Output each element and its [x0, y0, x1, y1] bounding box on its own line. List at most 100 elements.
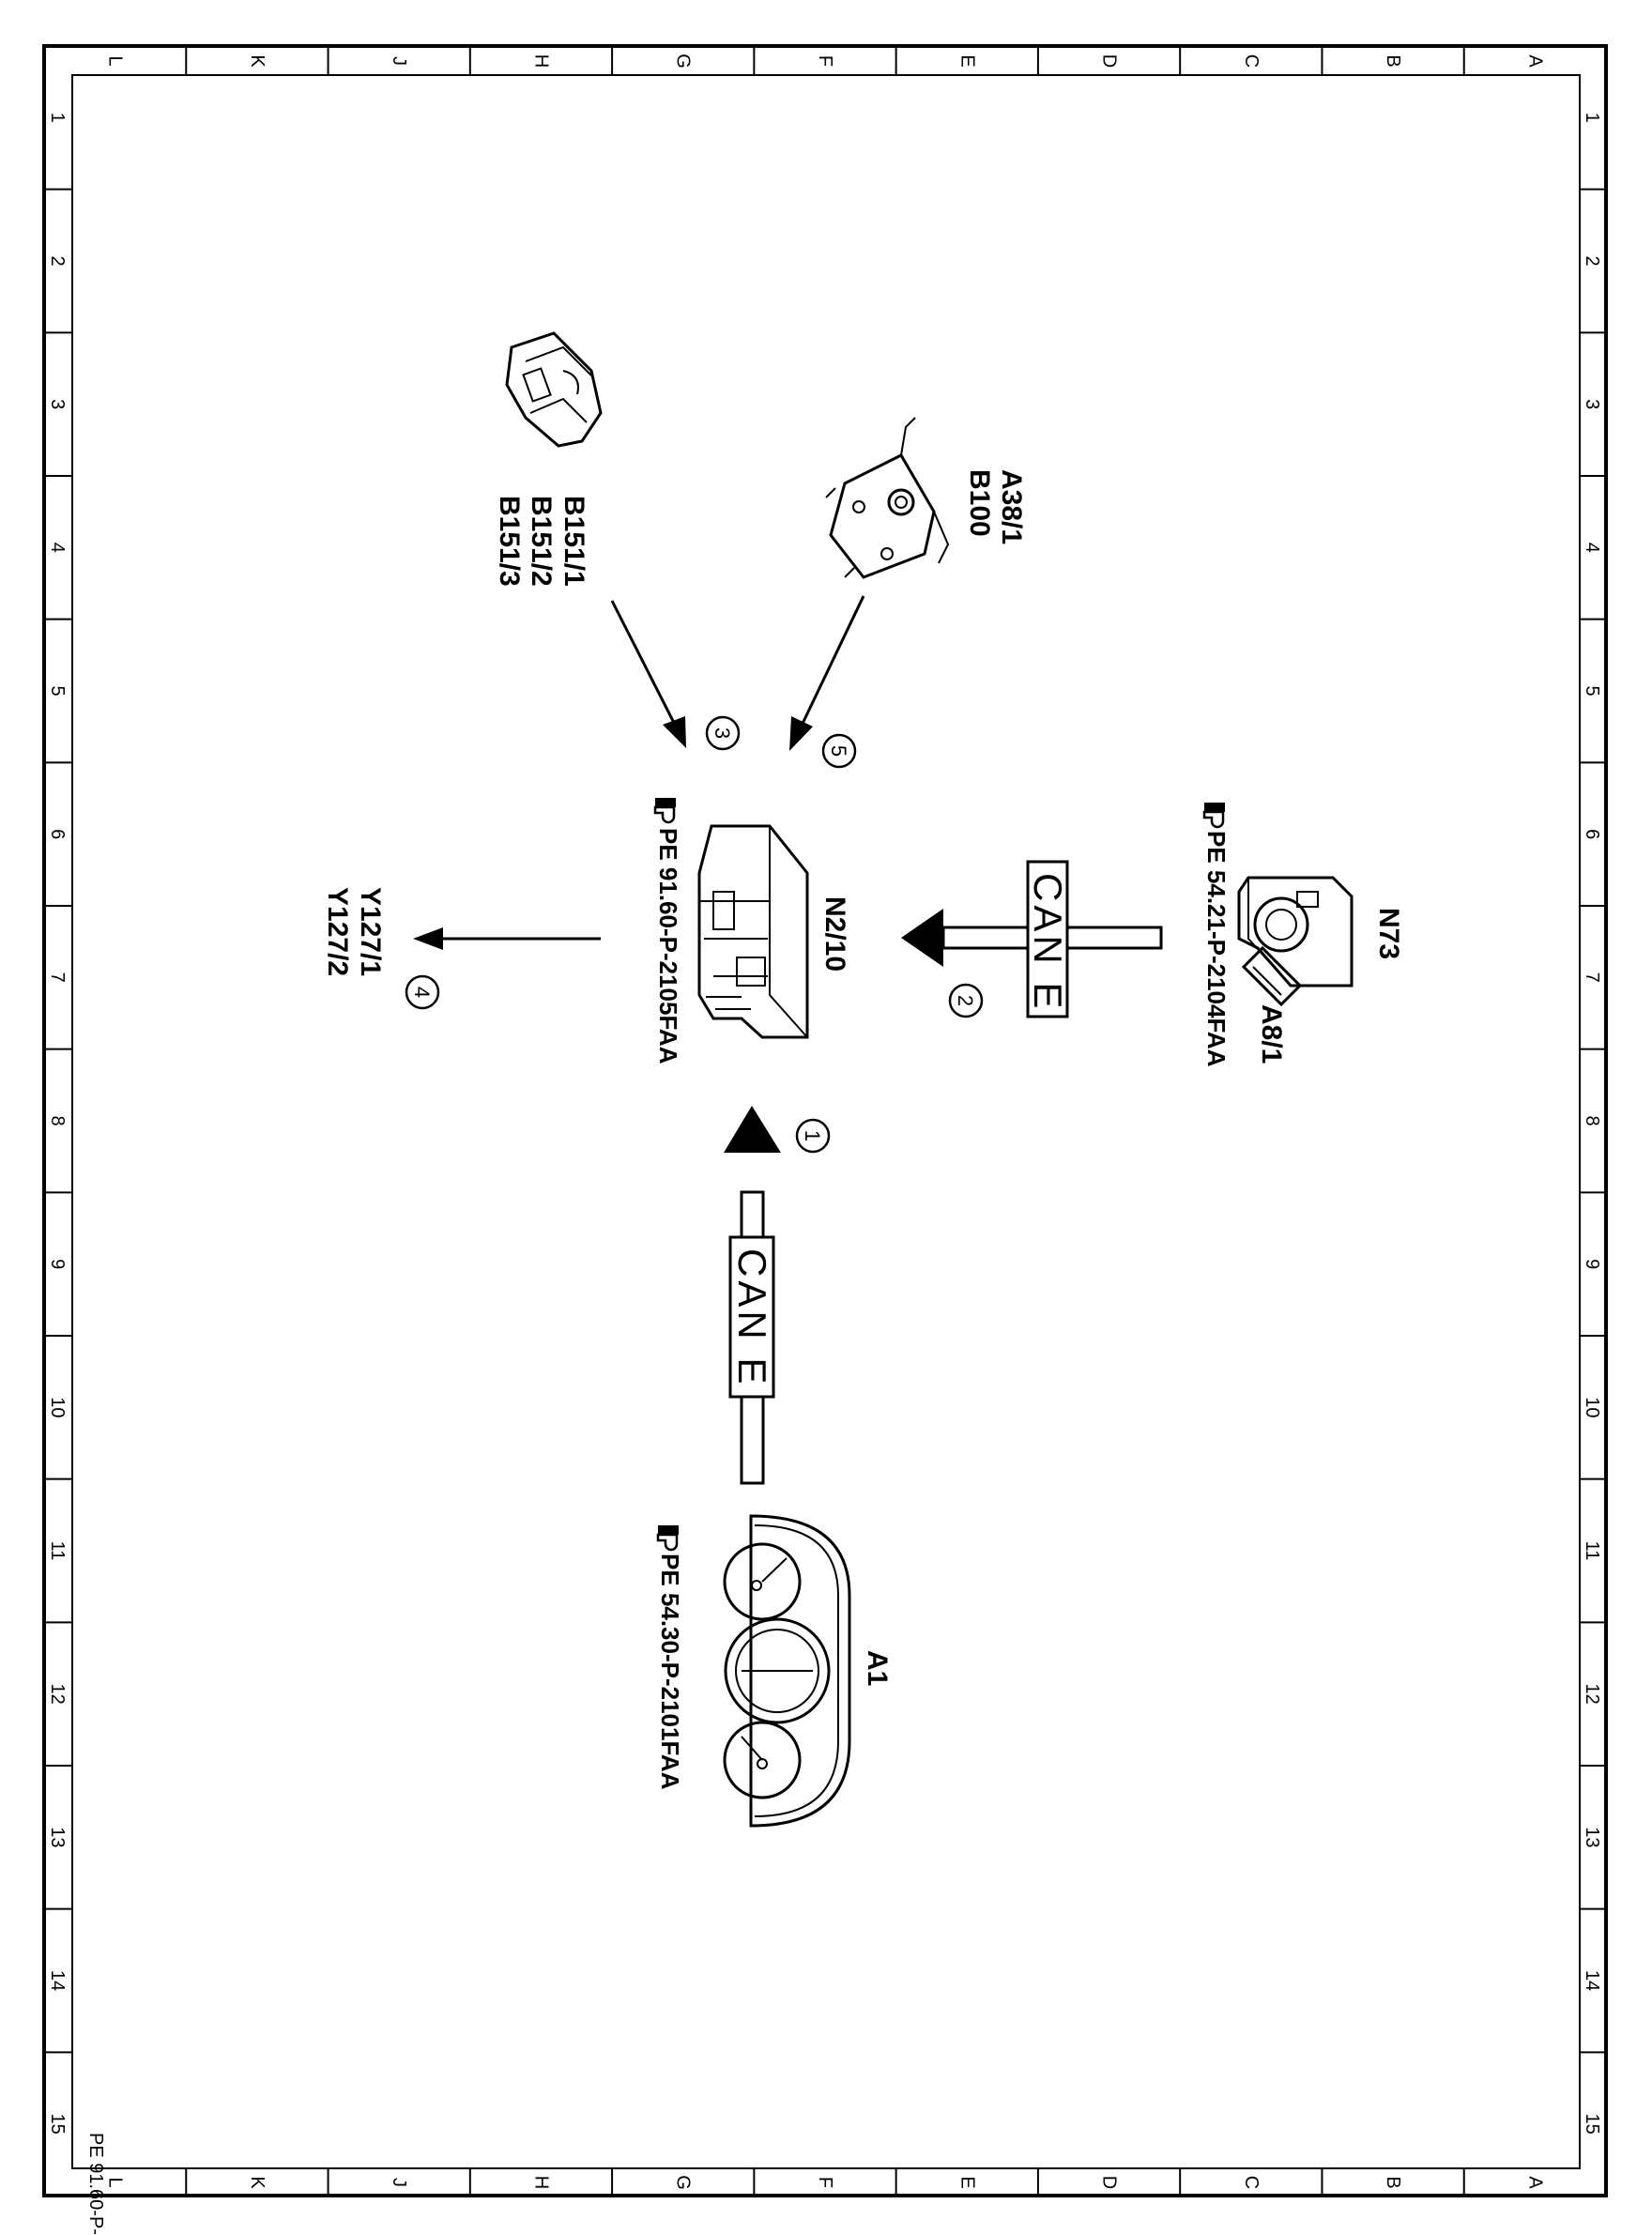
- row-label: 11: [1582, 1541, 1602, 1561]
- drawing-frame: [42, 44, 1608, 2197]
- row-label: 7: [1582, 972, 1602, 983]
- column-label: A: [1524, 54, 1545, 68]
- signal-5-number: 5: [827, 745, 850, 757]
- y127-1-label: Y127/1: [355, 887, 386, 976]
- component-n73-ignition-switch: N73 A8/1 PE 54.21-P-2104FAA: [1202, 801, 1404, 1067]
- component-a1-instrument-cluster: A1 PE 54.30-P-2101FAA: [656, 1514, 893, 1828]
- column-label: B: [1383, 2176, 1403, 2188]
- b151-1-label: B151/1: [558, 496, 589, 587]
- sensor-icon: [505, 331, 603, 448]
- row-label: 14: [1582, 1970, 1602, 1991]
- a1-label: A1: [862, 1650, 893, 1686]
- row-label: 13: [1582, 1827, 1602, 1847]
- n2-10-label: N2/10: [819, 896, 850, 972]
- sensor-module-icon: [825, 417, 950, 579]
- column-label: L: [105, 2177, 126, 2187]
- row-label: 9: [1582, 1259, 1602, 1269]
- row-label: 2: [1582, 255, 1602, 266]
- row-label: 8: [47, 1115, 68, 1125]
- row-label: 5: [1582, 685, 1602, 696]
- signal-1-marker: 1: [795, 1118, 831, 1154]
- row-label: 1: [1582, 113, 1602, 123]
- row-label: 15: [1582, 2114, 1602, 2135]
- signal-1-number: 1: [801, 1130, 824, 1141]
- component-n2-10-control-unit: N2/10 PE 91.60-P-2105FAA: [653, 796, 850, 1064]
- component-y127-outputs: Y127/1 Y127/2: [322, 887, 386, 976]
- column-label: F: [815, 55, 835, 67]
- row-label: 6: [47, 829, 68, 839]
- signal-2-marker: 2: [948, 983, 984, 1018]
- can-bus-arrow-1: CAN E: [724, 1106, 781, 1485]
- row-label: 3: [47, 399, 68, 409]
- control-unit-icon: [697, 824, 809, 1039]
- b100-label: B100: [964, 469, 995, 537]
- column-label: C: [1241, 2176, 1262, 2189]
- signal-3-marker: 3: [705, 715, 741, 751]
- column-label: K: [247, 54, 268, 68]
- column-label: J: [389, 2178, 409, 2187]
- row-label: 3: [1582, 399, 1602, 409]
- signal-2-number: 2: [954, 995, 977, 1006]
- column-label: G: [673, 2175, 694, 2190]
- reference-hand-icon: [653, 796, 678, 824]
- b151-3-label: B151/3: [494, 496, 525, 587]
- row-label: 4: [1582, 543, 1602, 553]
- can-bus-arrow-2: CAN E: [901, 860, 1163, 1018]
- row-label: 10: [1582, 1397, 1602, 1417]
- column-label: E: [956, 2176, 977, 2188]
- row-label: 9: [47, 1259, 68, 1269]
- n2-10-reference: PE 91.60-P-2105FAA: [654, 828, 682, 1064]
- can-bus-label-box-2: [1026, 860, 1069, 1018]
- row-label: 13: [47, 1827, 68, 1847]
- signal-4-number: 4: [410, 987, 434, 998]
- column-label: A: [1524, 2176, 1545, 2189]
- column-ticks: [185, 46, 1465, 2196]
- signal-3-number: 3: [711, 727, 734, 739]
- can-bus-label-2: CAN E: [1026, 873, 1070, 1012]
- n73-reference: PE 54.21-P-2104FAA: [1202, 831, 1231, 1067]
- column-label: J: [389, 56, 409, 66]
- row-label: 12: [47, 1684, 68, 1705]
- row-label: 10: [47, 1397, 68, 1417]
- column-label: G: [673, 54, 694, 69]
- can-bus-label-1: CAN E: [730, 1248, 774, 1387]
- signal-3-arrow: [610, 600, 686, 748]
- row-label: 5: [47, 685, 68, 696]
- row-ticks: [44, 188, 1606, 2054]
- column-label: K: [247, 2176, 268, 2189]
- column-label: D: [1099, 2176, 1120, 2189]
- column-label: L: [105, 55, 126, 66]
- y127-2-label: Y127/2: [322, 887, 353, 976]
- column-label: H: [530, 2176, 551, 2189]
- reference-hand-icon: [656, 1523, 681, 1552]
- column-label: H: [530, 54, 551, 68]
- signal-4-marker: 4: [405, 974, 440, 1010]
- column-label: C: [1241, 54, 1262, 68]
- ignition-switch-icon: [1237, 876, 1354, 1007]
- row-label: 4: [47, 543, 68, 553]
- component-b151-sensors: B151/1 B151/2 B151/3: [494, 331, 603, 587]
- column-label: F: [815, 2177, 835, 2188]
- signal-5-arrow: [789, 595, 865, 751]
- signal-5-marker: 5: [821, 733, 857, 769]
- column-label: B: [1383, 54, 1403, 67]
- n73-label: N73: [1373, 908, 1404, 959]
- reference-hand-icon: [1202, 801, 1227, 829]
- row-label: 14: [47, 1970, 68, 1991]
- instrument-cluster-icon: [723, 1514, 851, 1828]
- a38-1-label: A38/1: [996, 469, 1027, 544]
- a8-1-label: A8/1: [1256, 1004, 1287, 1064]
- row-label: 1: [47, 113, 68, 123]
- row-label: 6: [1582, 829, 1602, 839]
- component-a38-1-b100: A38/1 B100: [825, 417, 1027, 579]
- row-label: 11: [47, 1541, 68, 1561]
- can-bus-label-box-1: [728, 1235, 775, 1399]
- row-label: 15: [47, 2114, 68, 2135]
- a1-reference: PE 54.30-P-2101FAA: [656, 1554, 684, 1790]
- document-number: PE 91.60-P-2054-99FAB: [85, 2133, 106, 2235]
